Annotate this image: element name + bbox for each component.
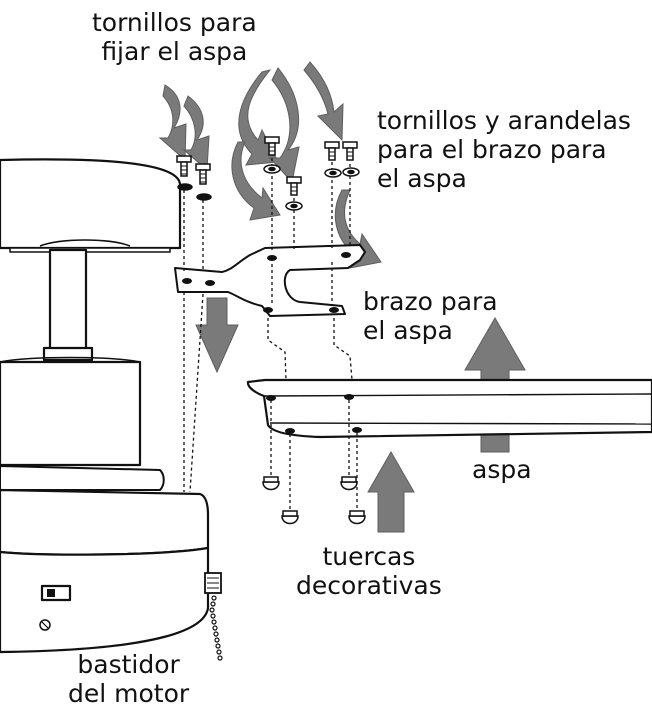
blade-screw-2 xyxy=(195,163,211,185)
curved-arrow-blade-screw-1 xyxy=(158,84,187,162)
arrow-up-decorative-nuts xyxy=(367,450,415,533)
motor-housing xyxy=(0,488,210,556)
label-blade-screws-line1: tornillos para xyxy=(92,8,257,37)
fan-blade xyxy=(246,378,652,439)
label-arm-screws-line3: el aspa xyxy=(377,164,467,193)
alignment-guides xyxy=(183,152,358,512)
reverse-switch xyxy=(40,584,72,602)
arm-screw-4 xyxy=(342,141,358,161)
curved-arrow-arm-screw-4 xyxy=(303,61,344,142)
label-blade: aspa xyxy=(472,455,532,484)
label-arm-screws: tornillos y arandelas para el brazo para… xyxy=(377,106,631,193)
label-arm-screws-line1: tornillos y arandelas xyxy=(377,106,631,135)
arrow-down-bracket-to-motor xyxy=(195,297,239,374)
curved-arrow-arm-screw-3 xyxy=(231,141,281,221)
blade-arm-bracket xyxy=(174,244,366,317)
hardware xyxy=(176,136,366,525)
ceiling-canopy xyxy=(0,158,182,250)
label-blade-arm: brazo para el aspa xyxy=(363,287,498,345)
label-decorative-nuts-line1: tuercas xyxy=(322,542,416,571)
fan-motor-body xyxy=(0,158,210,654)
curved-arrow-arm-washer xyxy=(334,189,382,269)
label-arm-screws-line2: para el brazo para xyxy=(377,135,607,164)
label-decorative-nuts-line2: decorativas xyxy=(296,571,442,600)
upper-housing xyxy=(0,360,142,467)
label-blade-arm-line1: brazo para xyxy=(363,287,498,316)
decorative-nut-4 xyxy=(348,510,366,525)
arm-screw-1 xyxy=(264,136,280,156)
pull-chain xyxy=(204,572,223,661)
label-decorative-nuts: tuercas decorativas xyxy=(296,542,442,600)
switch-housing xyxy=(0,546,210,654)
downrod xyxy=(48,248,88,360)
decorative-nut-3 xyxy=(340,476,358,491)
label-blade-arm-line2: el aspa xyxy=(363,316,453,345)
label-motor-housing-line2: del motor xyxy=(68,679,190,708)
decorative-nut-1 xyxy=(262,476,280,491)
curved-arrow-arm-screw-1 xyxy=(238,69,279,166)
label-blade-screws-line2: fijar el aspa xyxy=(101,37,248,66)
label-motor-housing: bastidor del motor xyxy=(68,650,189,708)
label-motor-housing-line1: bastidor xyxy=(77,650,180,679)
label-blade-screws: tornillos para fijar el aspa xyxy=(92,8,257,66)
arm-screw-2 xyxy=(286,176,302,196)
label-blade-line1: aspa xyxy=(472,455,532,484)
blade-screw-1 xyxy=(176,155,192,177)
blade-washer-2 xyxy=(196,193,212,201)
blade-washer-1 xyxy=(177,183,193,191)
arm-screw-3 xyxy=(324,141,340,161)
curved-arrow-arm-screw-2 xyxy=(268,67,300,184)
decorative-nut-2 xyxy=(281,510,299,525)
curved-arrow-blade-screw-2 xyxy=(182,95,210,172)
